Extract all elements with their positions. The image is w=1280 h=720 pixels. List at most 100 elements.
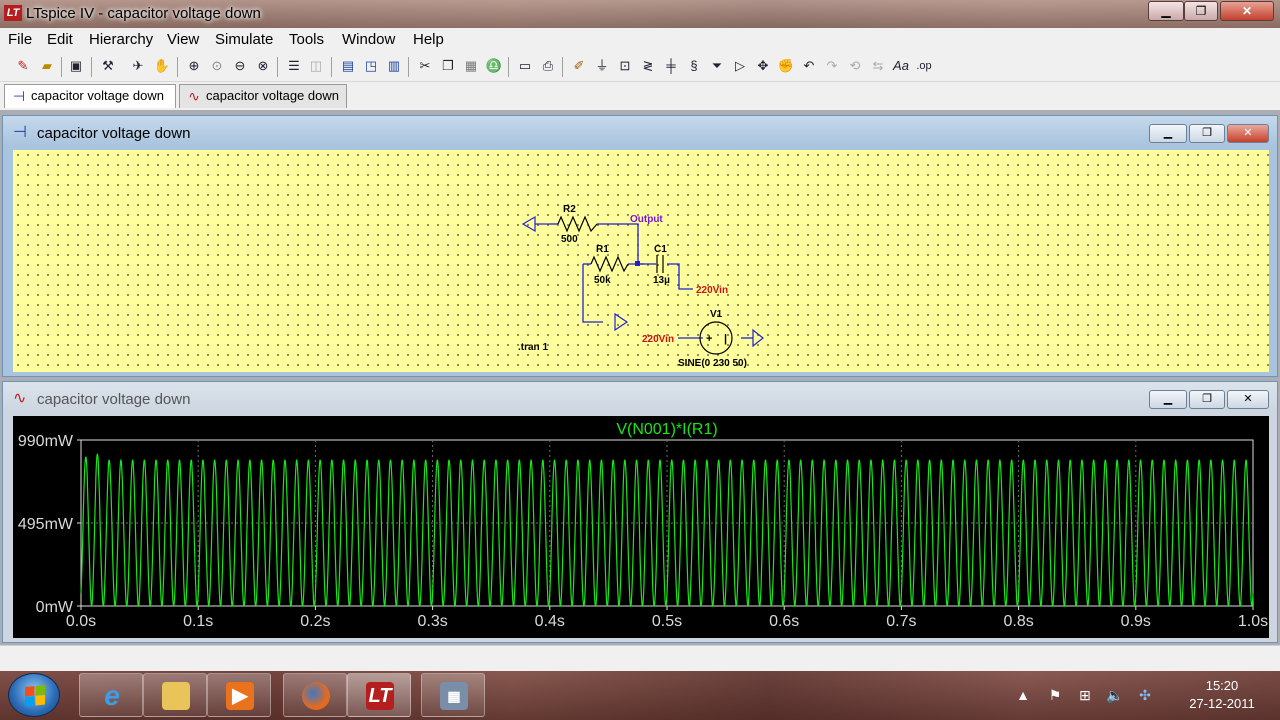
menu-window[interactable]: Window	[342, 31, 396, 48]
toolbar-separator	[408, 57, 409, 77]
label-net-icon[interactable]: ⊡	[619, 58, 631, 73]
folder-icon	[162, 682, 190, 710]
waveform-maximize-button[interactable]: ❐	[1189, 390, 1225, 409]
schematic-window: ⊣ capacitor voltage down ▁ ❐ ✕	[2, 115, 1278, 377]
autorange-icon[interactable]: ☰	[288, 58, 300, 73]
cascade-icon[interactable]: ◳	[364, 58, 378, 73]
taskbar: e ▶ LT ▦ ▲ ⚑ ⊞ 🔈 ✣ 15:20 27-12-2011	[0, 671, 1280, 720]
y-tick-label: 990mW	[18, 433, 74, 450]
tran-directive: .tran 1	[518, 342, 548, 353]
undo-icon[interactable]: ↶	[803, 58, 815, 73]
find-icon[interactable]: ♎	[485, 58, 503, 73]
new-schematic-icon[interactable]: ✎	[17, 58, 29, 73]
capacitor-icon[interactable]: ╪	[666, 58, 676, 73]
print-setup-icon[interactable]: ▭	[518, 58, 532, 73]
v1-name: V1	[710, 309, 723, 320]
windows-logo-icon	[25, 684, 45, 708]
tab-waveform[interactable]: ∿ capacitor voltage down	[179, 84, 347, 108]
waveform-close-button[interactable]: ✕	[1227, 390, 1269, 409]
volume-muted-icon[interactable]: 🔈	[1106, 687, 1124, 703]
x-tick-label: 1.0s	[1238, 613, 1268, 630]
taskbar-windows-explorer[interactable]	[143, 673, 207, 717]
show-hidden-icons-icon[interactable]: ▲	[1016, 687, 1030, 703]
cursor-icon[interactable]: ◫	[309, 58, 323, 73]
network-icon[interactable]: ⊞	[1079, 687, 1091, 703]
dropbox-icon[interactable]: ✣	[1139, 687, 1151, 703]
drag-icon[interactable]: ✊	[777, 58, 795, 73]
schematic-minimize-button[interactable]: ▁	[1149, 124, 1187, 143]
component-icon[interactable]: ▷	[735, 58, 745, 73]
r1-resistor-symbol	[590, 255, 629, 273]
menu-edit[interactable]: Edit	[47, 31, 73, 48]
window-title: LTspice IV - capacitor voltage down	[26, 5, 261, 22]
rotate-icon[interactable]: ⟲	[849, 58, 861, 73]
taskbar-firefox[interactable]	[283, 673, 347, 717]
menu-file[interactable]: File	[8, 31, 33, 48]
taskbar-clock[interactable]: 15:20 27-12-2011	[1180, 677, 1264, 713]
tile-vertical-icon[interactable]: ▥	[387, 58, 401, 73]
minimize-button[interactable]: ▁	[1148, 1, 1184, 21]
action-center-flag-icon[interactable]: ⚑	[1048, 687, 1062, 703]
taskbar-ltspice[interactable]: LT	[347, 673, 411, 717]
move-icon[interactable]: ✥	[757, 58, 769, 73]
text-icon[interactable]: Aa	[893, 58, 909, 73]
waveform-minimize-button[interactable]: ▁	[1149, 390, 1187, 409]
wire-icon[interactable]: ✐	[573, 58, 585, 73]
r2-value: 500	[561, 234, 578, 245]
save-icon[interactable]: ▣	[69, 58, 83, 73]
v1-value: SINE(0 230 50)	[678, 358, 747, 369]
run-icon[interactable]: ✈	[132, 58, 144, 73]
menu-view[interactable]: View	[167, 31, 200, 48]
r2-name: R2	[563, 204, 576, 215]
resistor-icon[interactable]: ≷	[642, 58, 654, 73]
zoom-fit-icon[interactable]: ⊗	[257, 58, 269, 73]
ltspice-logo-icon: LT	[4, 5, 22, 21]
redo-icon[interactable]: ↷	[826, 58, 838, 73]
waveform-icon: ∿	[13, 390, 27, 407]
schematic-close-button[interactable]: ✕	[1227, 124, 1269, 143]
schematic-canvas[interactable]: + | R2 500 R1 50k C1 13µ V1 SINE(0 230 5…	[13, 150, 1269, 372]
pan-icon[interactable]: ⊙	[211, 58, 223, 73]
waveform-icon: ∿	[188, 88, 200, 104]
schematic-maximize-button[interactable]: ❐	[1189, 124, 1225, 143]
media-player-icon: ▶	[226, 682, 254, 710]
start-button[interactable]	[8, 673, 60, 717]
menu-hierarchy[interactable]: Hierarchy	[89, 31, 154, 48]
taskbar-calculator[interactable]: ▦	[421, 673, 485, 717]
open-folder-icon[interactable]: ▰	[42, 58, 52, 73]
maximize-button[interactable]: ❐	[1184, 1, 1218, 21]
cut-icon[interactable]: ✂	[419, 58, 431, 73]
copy-icon[interactable]: ❐	[442, 58, 454, 73]
menu-simulate[interactable]: Simulate	[215, 31, 274, 48]
halt-icon[interactable]: ✋	[153, 58, 171, 73]
y-tick-label: 0mW	[36, 599, 74, 616]
tab-schematic[interactable]: ⊣ capacitor voltage down	[4, 84, 176, 108]
paste-icon[interactable]: ▦	[464, 58, 478, 73]
x-tick-label: 0.0s	[66, 613, 96, 630]
spice-directive-icon[interactable]: .op	[916, 60, 932, 72]
internet-explorer-icon: e	[104, 680, 120, 711]
print-icon[interactable]: ⎙	[542, 58, 554, 73]
schematic-drawing: + | R2 500 R1 50k C1 13µ V1 SINE(0 230 5…	[518, 204, 764, 369]
mirror-icon[interactable]: ⇆	[872, 58, 884, 73]
control-panel-icon[interactable]: ⚒	[102, 58, 114, 73]
toolbar-separator	[508, 57, 509, 77]
zoom-out-icon[interactable]: ⊖	[234, 58, 246, 73]
title-bar: LT LTspice IV - capacitor voltage down ▁…	[0, 0, 1280, 28]
taskbar-internet-explorer[interactable]: e	[79, 673, 143, 717]
menu-tools[interactable]: Tools	[289, 31, 325, 48]
close-button[interactable]: ✕	[1220, 1, 1274, 21]
zoom-in-icon[interactable]: ⊕	[188, 58, 200, 73]
ground-icon[interactable]: ⏚	[595, 58, 609, 73]
diode-icon[interactable]: ⏷	[711, 58, 723, 73]
ltspice-icon: LT	[366, 682, 394, 710]
c1-value: 13µ	[653, 275, 670, 286]
inductor-icon[interactable]: §	[690, 58, 698, 73]
menu-help[interactable]: Help	[413, 31, 444, 48]
taskbar-media-player[interactable]: ▶	[207, 673, 271, 717]
tab-label: capacitor voltage down	[31, 88, 164, 103]
x-tick-label: 0.8s	[1003, 613, 1033, 630]
tile-horizontal-icon[interactable]: ▤	[341, 58, 355, 73]
